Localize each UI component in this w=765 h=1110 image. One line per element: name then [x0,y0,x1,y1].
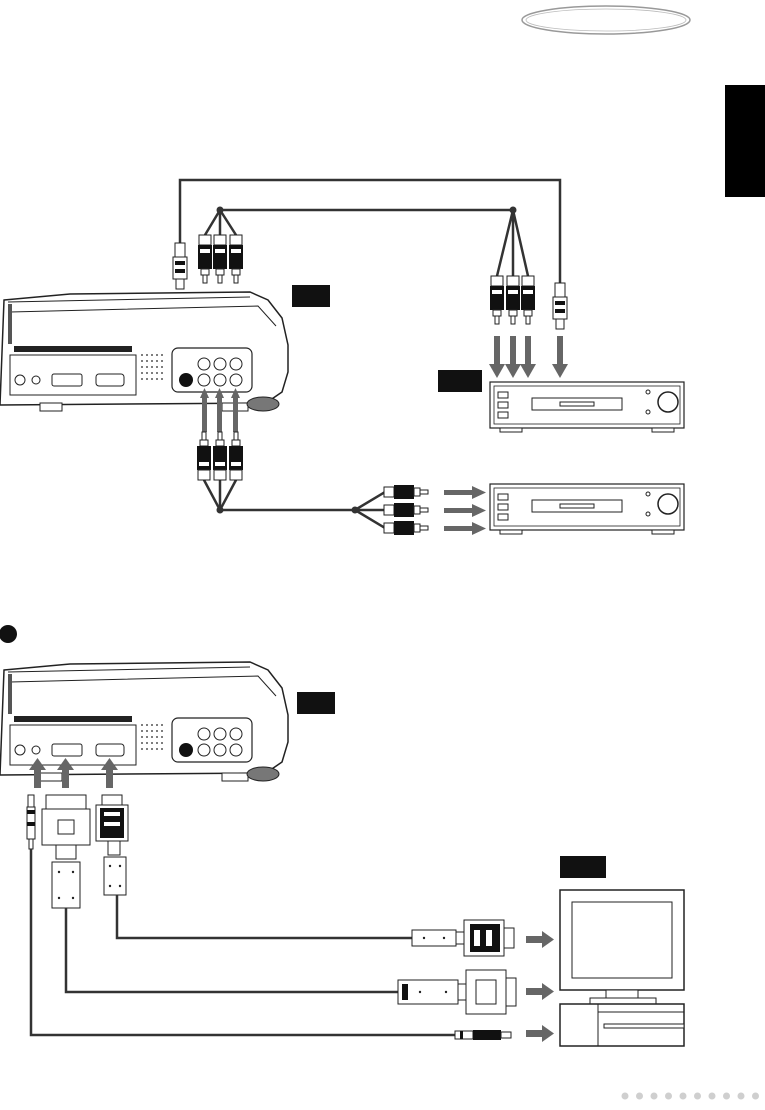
svideo-plug [172,242,188,290]
label-box [560,856,606,878]
svideo-plug [552,282,568,330]
vcr-input-arrows [489,336,568,378]
vga-connector [95,794,129,896]
vcr-recorder [489,483,685,535]
rca-plug [212,431,228,481]
svg-text:Computer IN: Computer IN [100,361,117,365]
audio-plug-pc [454,1030,512,1040]
rca-plug [212,234,228,284]
projector [0,661,289,782]
rca-plug [505,275,521,325]
svg-text:DVI: DVI [62,731,67,735]
page-dot [694,1092,701,1100]
rca-plug [383,484,429,500]
page-dot [708,1092,716,1100]
rca-plug [228,431,244,481]
computer-base [559,1003,685,1047]
computer-monitor [559,889,685,1005]
page-dot [723,1092,730,1100]
svg-text:Audio IN: Audio IN [34,731,46,735]
output-arrows [200,388,240,432]
control-panel-labels: Control Audio IN DVI Computer IN [22,361,117,365]
vcr-output-arrows [444,486,486,535]
rca-plug [489,275,505,325]
page-dot [650,1092,658,1100]
page-dot [679,1092,687,1100]
pc-input-arrows [29,758,118,788]
page-dot [621,1092,629,1100]
rca-plug [196,431,212,481]
vga-plug-pc [411,919,515,957]
label-box [292,285,330,307]
pc-output-arrows [526,931,554,1042]
dvi-connector [41,794,91,909]
svg-text:Audio IN: Audio IN [34,361,46,365]
rca-plug [383,520,429,536]
projector [0,291,289,412]
vcr-player [489,381,685,433]
rca-plug [197,234,213,284]
svg-text:Control: Control [22,731,32,735]
svg-text:Control: Control [22,361,32,365]
control-panel-labels: Control Audio IN DVI Computer IN [22,731,117,735]
header-oval [521,5,691,35]
rca-plug [228,234,244,284]
svg-text:Computer IN: Computer IN [100,731,117,735]
label-box [438,370,482,392]
page-dots [621,1092,759,1100]
audio-plug [26,794,36,850]
dvi-plug-pc [397,969,517,1015]
pc-cables [29,849,455,1037]
page-dot [752,1092,759,1100]
section-bullet [0,625,17,643]
page-dot [665,1092,672,1100]
svg-text:DVI: DVI [62,361,67,365]
label-box [297,692,335,714]
page-dot [737,1092,745,1100]
page-dot [636,1092,643,1100]
language-tab [725,85,765,197]
rca-plug [383,502,429,518]
rca-plug [520,275,536,325]
